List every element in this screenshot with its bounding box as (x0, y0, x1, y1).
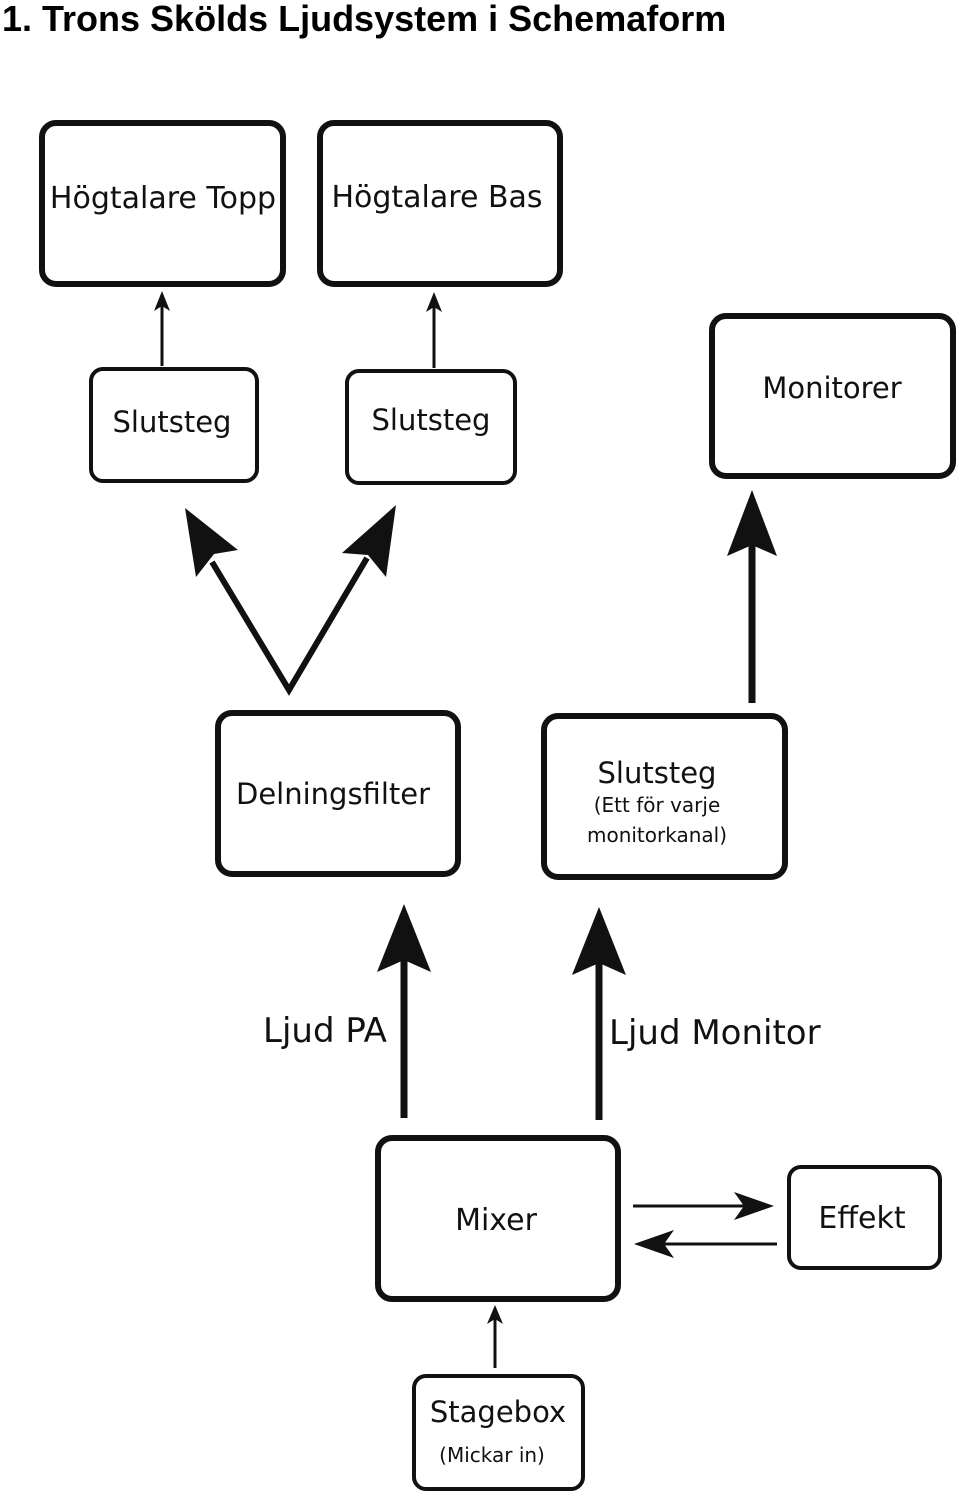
node-box (787, 1165, 942, 1270)
node-box (89, 367, 259, 483)
arrow-head-topp (185, 508, 238, 577)
arrow-head (734, 1192, 774, 1220)
node-label: Högtalare Bas (331, 180, 542, 215)
node-stagebox: Stagebox (Mickar in) (412, 1374, 585, 1491)
arrow-head (377, 904, 431, 972)
node-effekt: Effekt (787, 1165, 942, 1270)
node-sublabel: (Ett för varje (594, 793, 721, 817)
node-box (39, 120, 286, 287)
node-label: Mixer (455, 1203, 538, 1238)
node-mixer: Mixer (375, 1135, 621, 1302)
node-monitorer: Monitorer (709, 313, 956, 479)
node-sublabel: monitorkanal) (587, 823, 727, 847)
node-box (412, 1374, 585, 1491)
arrow-head (487, 1305, 503, 1324)
node-hogtalare-topp: Högtalare Topp (39, 120, 286, 287)
arrow-delningsfilter-split (185, 505, 396, 696)
node-label: Slutsteg (113, 405, 232, 439)
node-label: Monitorer (762, 371, 901, 405)
node-slutsteg-monitor: Slutsteg (Ett för varje monitorkanal) (541, 713, 788, 880)
node-label: Effekt (818, 1201, 905, 1236)
page-title: 1. Trons Skölds Ljudsystem i Schemaform (2, 0, 727, 39)
node-label: Högtalare Topp (50, 181, 276, 216)
flow-label-ljud-monitor: Ljud Monitor (609, 1013, 821, 1053)
arrow-head (572, 907, 626, 975)
node-label: Slutsteg (598, 756, 717, 790)
node-label: Slutsteg (372, 403, 491, 437)
arrow-ljud-pa (377, 904, 431, 1118)
node-delningsfilter: Delningsfilter (215, 710, 461, 877)
arrow-slutsteg-to-hogtalare-bas (426, 292, 442, 368)
node-label: Delningsfilter (236, 777, 430, 811)
arrow-mixer-to-effekt (633, 1192, 774, 1220)
node-box (345, 369, 517, 485)
arrow-split-shaft (209, 556, 370, 696)
arrow-head (634, 1230, 674, 1258)
arrow-ljud-monitor (572, 907, 626, 1120)
flow-label-ljud-pa: Ljud PA (263, 1011, 387, 1051)
arrow-head (426, 292, 442, 312)
node-slutsteg-topp: Slutsteg (89, 367, 259, 483)
arrow-head (727, 490, 777, 556)
arrow-head-bas (342, 505, 396, 577)
node-label: Stagebox (430, 1395, 566, 1429)
node-hogtalare-bas: Högtalare Bas (317, 120, 563, 287)
arrow-slutsteg-to-hogtalare-topp (154, 291, 170, 366)
node-box (541, 713, 788, 880)
node-sublabel: (Mickar in) (439, 1443, 545, 1467)
arrow-effekt-to-mixer (634, 1230, 777, 1258)
node-box (709, 313, 956, 479)
node-box (317, 120, 563, 287)
node-slutsteg-bas: Slutsteg (345, 369, 517, 485)
node-box (375, 1135, 621, 1302)
arrow-head (154, 291, 170, 311)
arrow-slutsteg-to-monitorer (727, 490, 777, 703)
arrow-stagebox-to-mixer (487, 1305, 503, 1368)
node-box (215, 710, 461, 877)
